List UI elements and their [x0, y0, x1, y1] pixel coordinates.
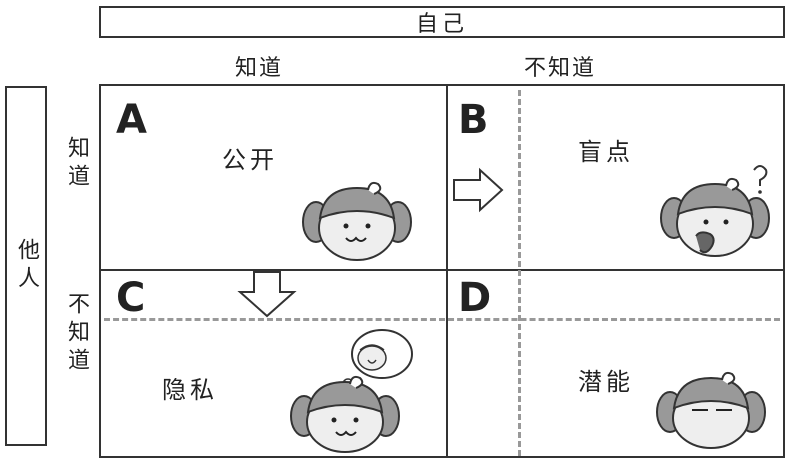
- grid-horizontal-divider: [99, 269, 785, 271]
- others-side-label-box: 他人: [5, 86, 47, 446]
- dashed-divider-horizontal: [104, 318, 780, 321]
- thinking-face-icon: [290, 329, 413, 453]
- self-label: 自己: [415, 12, 468, 37]
- dashed-divider-vertical: [518, 90, 521, 456]
- column-label-known: 知道: [235, 56, 284, 81]
- quadrant-d-letter: D: [458, 275, 492, 321]
- column-label-unknown: 不知道: [524, 56, 597, 81]
- quadrant-c-label: 隐私: [162, 376, 218, 404]
- self-header: 自己: [99, 6, 785, 38]
- others-label: 他人: [14, 238, 39, 294]
- row-label-known: 知道: [64, 136, 89, 192]
- grid-vertical-divider: [446, 84, 448, 458]
- quadrant-b-label: 盲点: [578, 138, 634, 166]
- quadrant-a-letter: A: [116, 97, 147, 143]
- quadrant-a-label: 公开: [222, 146, 278, 174]
- question-mark-icon: [758, 190, 762, 194]
- row-label-unknown: 不知道: [64, 292, 89, 376]
- pondering-face-icon: [660, 165, 770, 257]
- arrow-right-icon: [453, 167, 504, 213]
- arrow-down-icon: [237, 271, 297, 318]
- quadrant-b-letter: B: [458, 97, 489, 143]
- johari-window-grid: [99, 84, 785, 458]
- smiling-face-icon: [302, 181, 412, 261]
- eyes-closed-face-icon: [656, 371, 766, 449]
- quadrant-c-letter: C: [116, 275, 146, 321]
- quadrant-d-label: 潜能: [578, 368, 634, 396]
